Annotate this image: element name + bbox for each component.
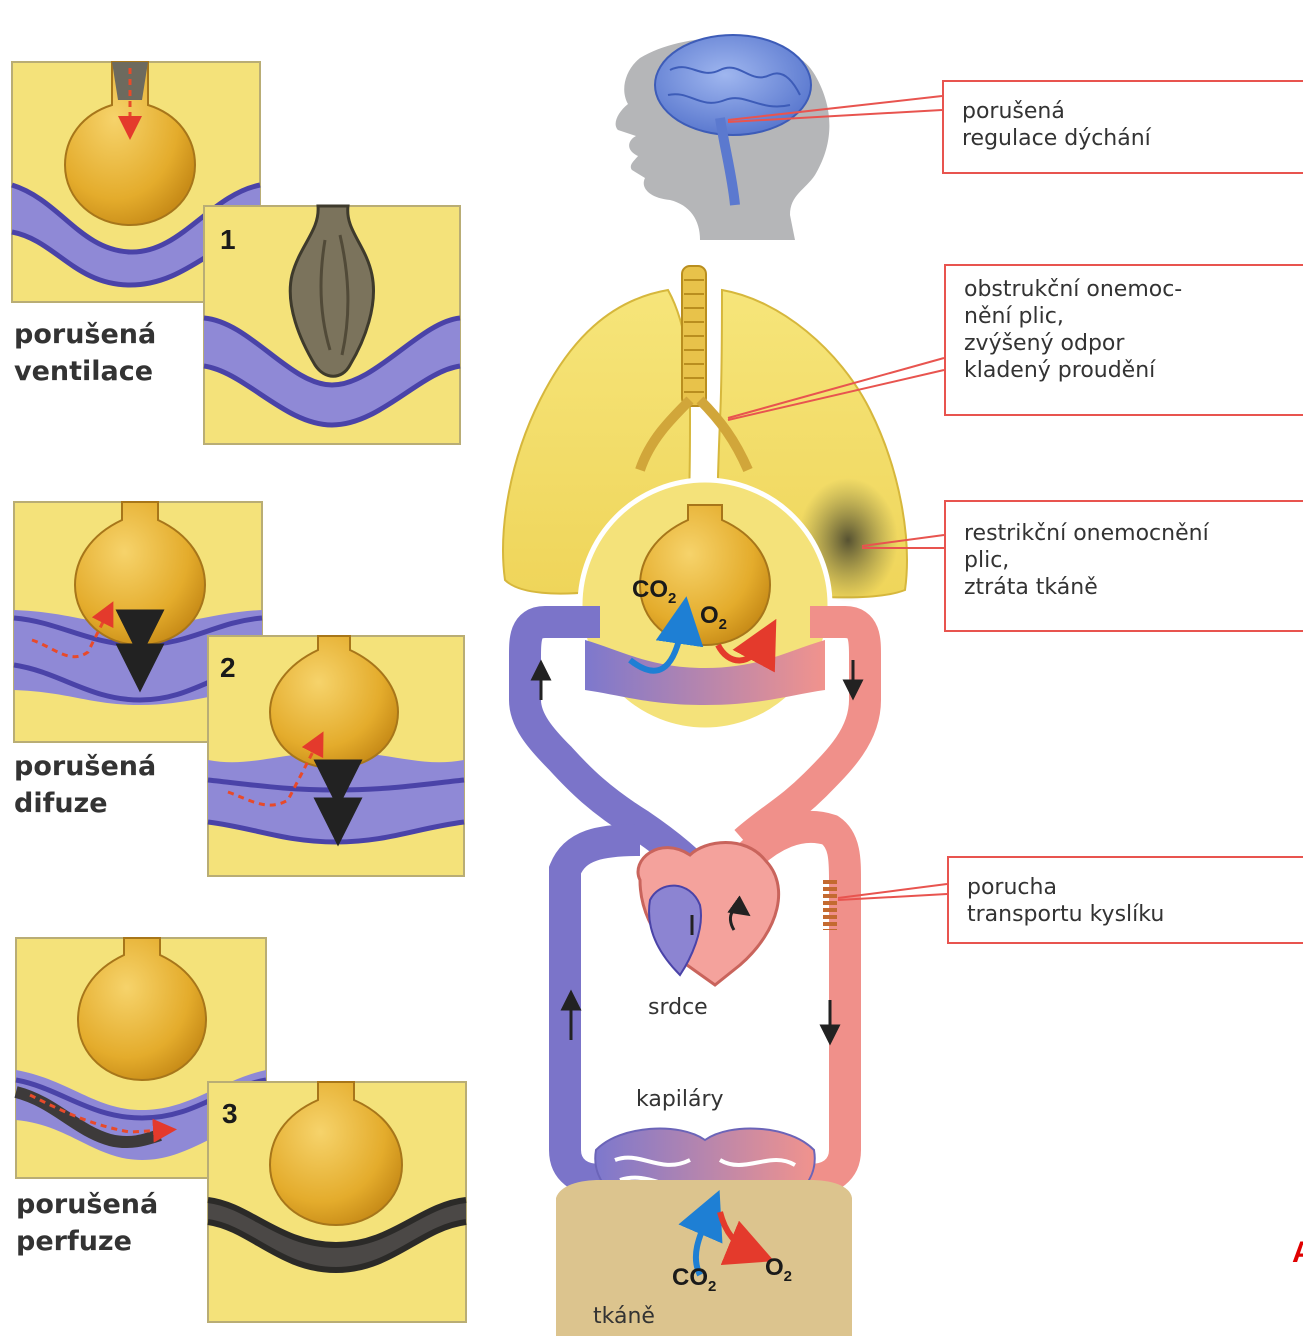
panel-diffusion-thickened (208, 636, 464, 876)
label-line: porušená (14, 316, 156, 353)
o2-text: O (700, 602, 719, 629)
callout-line: ztráta tkáně (964, 574, 1285, 601)
o2-subscript: 2 (719, 616, 727, 633)
callout-line: transportu kyslíku (967, 901, 1285, 928)
callout-line: kladený proudění (964, 357, 1285, 384)
o2-label-tissue: O2 (765, 1254, 792, 1285)
callout-restrictive: restrikční onemocnění plic, ztráta tkáně (944, 500, 1303, 632)
co2-label-lung: CO2 (632, 576, 676, 607)
panel-number-2: 2 (220, 652, 236, 684)
heart-label: srdce (648, 995, 708, 1020)
callout-line: plic, (964, 547, 1285, 574)
callout-line: porucha (967, 874, 1285, 901)
panel-ventilation-obstructed (204, 206, 460, 444)
callout-obstructive: obstrukční onemoc- nění plic, zvýšený od… (944, 264, 1303, 416)
panel-number-1: 1 (220, 224, 236, 256)
callout-regulation: porušená regulace dýchání (942, 80, 1303, 174)
head-with-brain (616, 35, 830, 240)
capillaries-label: kapiláry (636, 1087, 724, 1112)
label-impaired-ventilation: porušená ventilace (14, 316, 156, 390)
callout-line: restrikční onemocnění (964, 520, 1285, 547)
callout-line: regulace dýchání (962, 125, 1285, 152)
o2-text: O (765, 1254, 784, 1281)
label-impaired-diffusion: porušená difuze (14, 748, 156, 822)
o2-subscript: 2 (784, 1268, 792, 1285)
co2-subscript: 2 (668, 590, 676, 607)
label-line: ventilace (14, 353, 156, 390)
label-line: porušená (14, 748, 156, 785)
co2-text: CO (632, 576, 668, 603)
callout-line: nění plic, (964, 303, 1285, 330)
callout-oxygen-transport: porucha transportu kyslíku (947, 856, 1303, 944)
label-line: perfuze (16, 1223, 158, 1260)
label-line: difuze (14, 785, 156, 822)
co2-subscript: 2 (708, 1278, 716, 1295)
co2-label-tissue: CO2 (672, 1264, 716, 1295)
callout-line: obstrukční onemoc- (964, 276, 1285, 303)
label-line: porušená (16, 1186, 158, 1223)
panel-perfusion-blocked (208, 1082, 466, 1322)
o2-label-lung: O2 (700, 602, 727, 633)
tissue-label: tkáně (593, 1304, 655, 1329)
callout-line: porušená (962, 98, 1285, 125)
callout-line: zvýšený odpor (964, 330, 1285, 357)
label-impaired-perfusion: porušená perfuze (16, 1186, 158, 1260)
panel-number-3: 3 (222, 1098, 238, 1130)
corner-letter-mark: A (1292, 1236, 1303, 1270)
co2-text: CO (672, 1264, 708, 1291)
